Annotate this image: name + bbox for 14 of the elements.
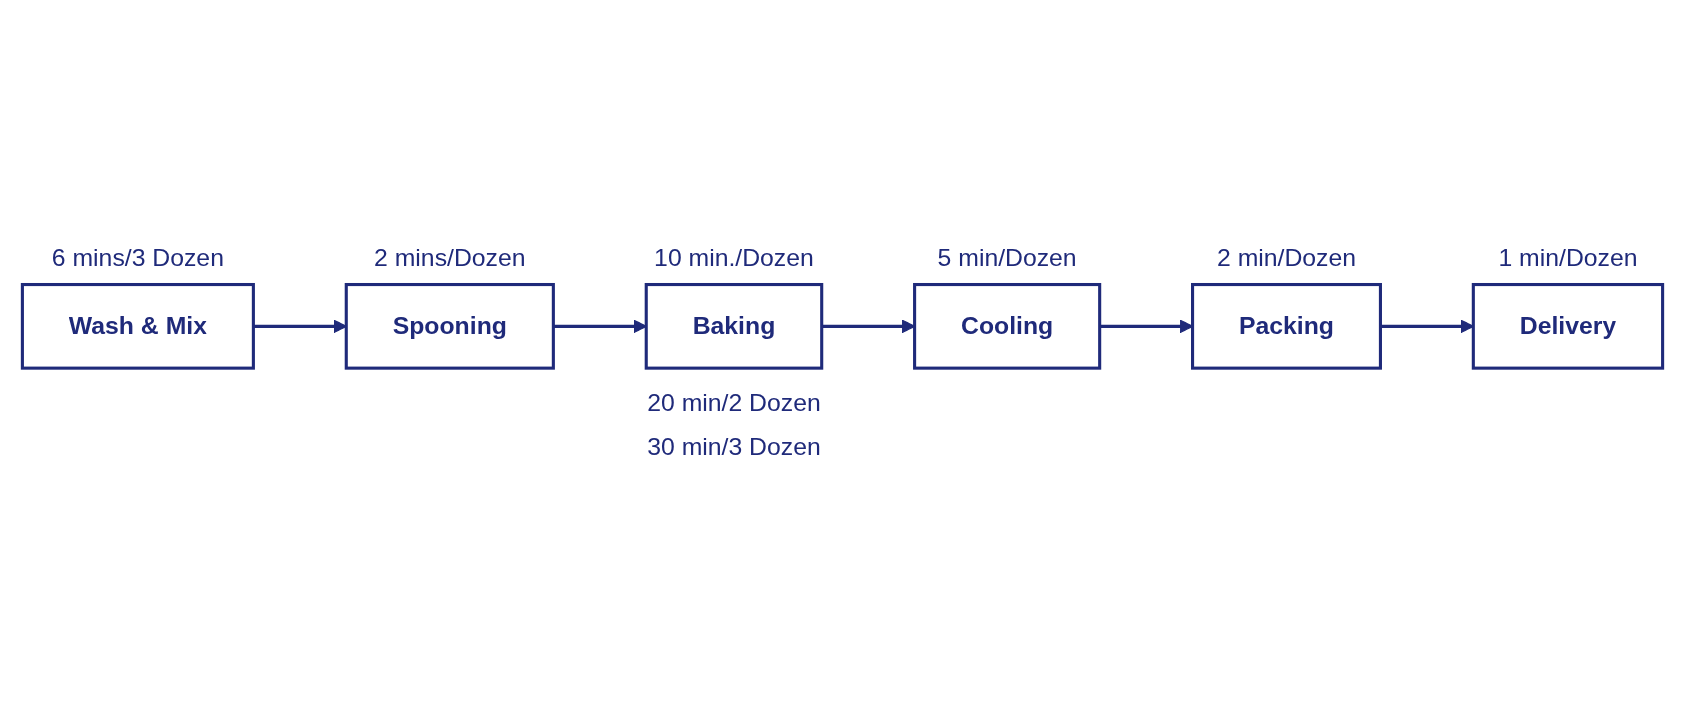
duration-label: 30 min/3 Dozen (647, 432, 821, 460)
node-box: Baking (644, 282, 824, 370)
duration-label: 5 min/Dozen (937, 243, 1077, 271)
node-box: Packing (1191, 282, 1382, 370)
duration-label: 10 min./Dozen (654, 243, 814, 271)
node-box: Cooling (913, 282, 1102, 370)
duration-label: 1 min/Dozen (1498, 243, 1638, 271)
node-box: Wash & Mix (20, 282, 255, 370)
duration-label: 2 mins/Dozen (374, 243, 526, 271)
duration-label: 20 min/2 Dozen (647, 389, 821, 417)
node-box: Spooning (344, 282, 555, 370)
duration-label: 2 min/Dozen (1217, 243, 1356, 271)
node-box: Delivery (1471, 282, 1665, 370)
duration-label: 6 mins/3 Dozen (51, 243, 224, 271)
